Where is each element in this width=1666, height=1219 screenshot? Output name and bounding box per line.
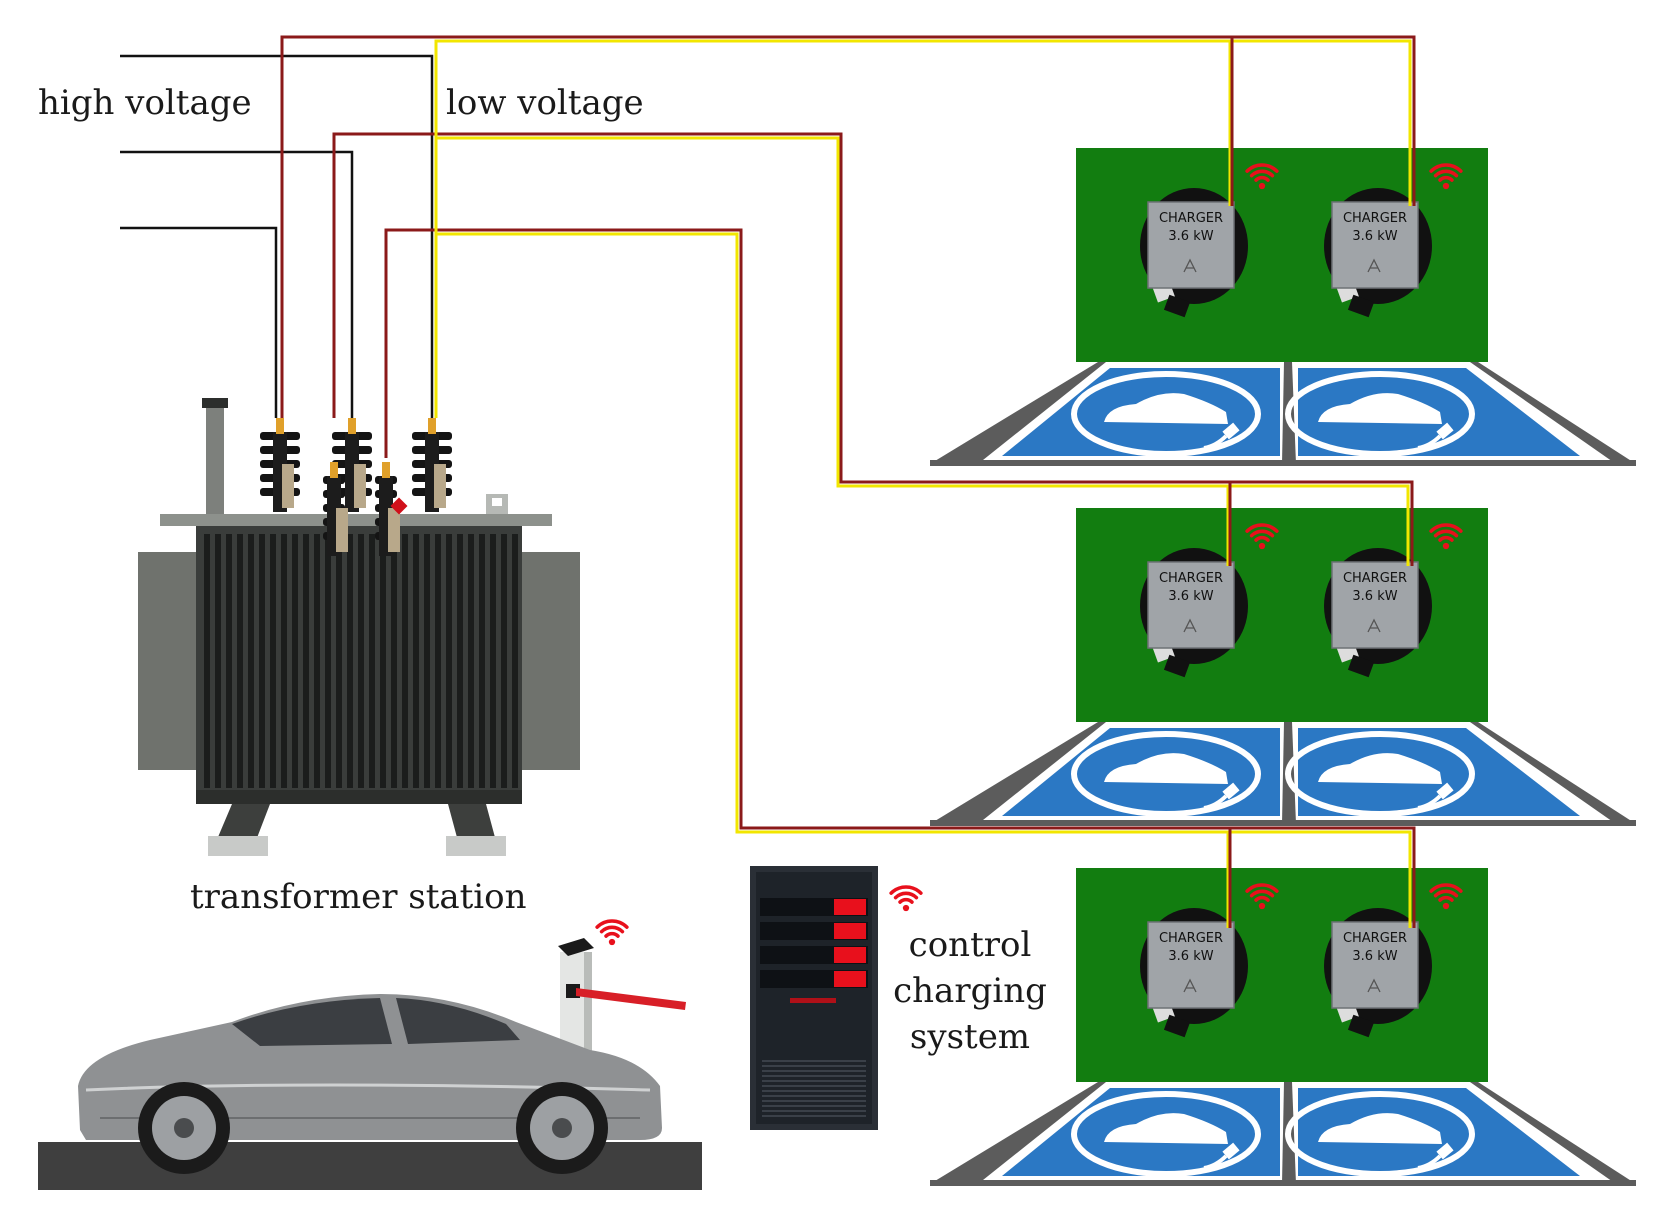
charger-unit: CHARGER 3.6 kW [1140, 908, 1248, 1038]
lv-red-wire-3 [384, 228, 1416, 928]
wifi-icon [1429, 523, 1463, 550]
charger-power: 3.6 kW [1352, 949, 1397, 964]
low-voltage-label: low voltage [446, 83, 644, 123]
lot-3: CHARGER 3.6 kW CHARGER 3.6 kW [930, 868, 1636, 1186]
wifi-icon [595, 919, 629, 946]
lot-1: CHARGER 3.6 kW CHARGER 3.6 kW [930, 148, 1636, 466]
control-charging-system-server [750, 866, 878, 1130]
parking-bay [1002, 728, 1280, 817]
wifi-icon [889, 885, 923, 912]
lv-red-wire-2 [332, 132, 1414, 566]
charger-title: CHARGER [1343, 211, 1407, 226]
parking-bay [1285, 1088, 1580, 1177]
parking-bay [1002, 368, 1280, 457]
bushing [375, 462, 400, 556]
lv-yellow-wire-1b [1230, 39, 1412, 206]
transformer-station-label: transformer station [190, 877, 527, 917]
charger-power: 3.6 kW [1168, 229, 1213, 244]
parking-bay [1002, 1088, 1280, 1177]
lv-yellow-wire-2b [1228, 484, 1410, 566]
electric-car [78, 994, 662, 1174]
transformer [138, 398, 580, 856]
transformer-side-radiator-left [138, 552, 198, 770]
transformer-base [196, 790, 522, 804]
charger-title: CHARGER [1159, 211, 1223, 226]
transformer-breather-pipe [206, 404, 224, 514]
charger-title: CHARGER [1159, 931, 1223, 946]
control-system-label-line2: charging [893, 971, 1047, 1011]
charger-title: CHARGER [1343, 931, 1407, 946]
transformer-bushings [260, 418, 452, 556]
lv-yellow-wire-2 [436, 136, 1230, 566]
transformer-cooling-fins [204, 534, 518, 788]
hv-line-3 [120, 226, 278, 418]
wifi-icon [1429, 883, 1463, 910]
lot-2: CHARGER 3.6 kW CHARGER 3.6 kW [930, 508, 1636, 826]
control-system-label-line1: control [909, 925, 1032, 965]
bushing [260, 418, 300, 512]
parking-barrier [558, 938, 686, 1060]
power-wires [120, 35, 1416, 928]
high-voltage-label: high voltage [38, 83, 252, 123]
hv-line-2 [120, 150, 354, 418]
wifi-icon [1429, 163, 1463, 190]
bushing [412, 418, 452, 512]
charger-unit: CHARGER 3.6 kW [1140, 548, 1248, 678]
charger-unit: CHARGER 3.6 kW [1324, 548, 1432, 678]
charger-power: 3.6 kW [1168, 949, 1213, 964]
lv-red-wire-1 [280, 35, 1416, 418]
wifi-icon [1245, 163, 1279, 190]
charger-power: 3.6 kW [1168, 589, 1213, 604]
charger-title: CHARGER [1159, 571, 1223, 586]
parking-bay [1285, 368, 1580, 457]
control-system-label-line3: system [910, 1017, 1030, 1057]
lv-yellow-wire-3 [436, 232, 1230, 928]
charger-power: 3.6 kW [1352, 589, 1397, 604]
lv-yellow-wire-1 [434, 39, 1232, 418]
bushing [323, 462, 348, 556]
wifi-icon [1245, 523, 1279, 550]
charger-title: CHARGER [1343, 571, 1407, 586]
charger-unit: CHARGER 3.6 kW [1140, 188, 1248, 318]
transformer-side-radiator-right [518, 552, 580, 770]
parking-bay [1285, 728, 1580, 817]
transformer-valve [390, 497, 408, 515]
wifi-icon [1245, 883, 1279, 910]
charger-power: 3.6 kW [1352, 229, 1397, 244]
hv-line-1 [120, 54, 434, 418]
transformer-top-plate [160, 514, 552, 526]
lv-yellow-wire-3b [1228, 830, 1412, 928]
charger-unit: CHARGER 3.6 kW [1324, 188, 1432, 318]
charger-unit: CHARGER 3.6 kW [1324, 908, 1432, 1038]
